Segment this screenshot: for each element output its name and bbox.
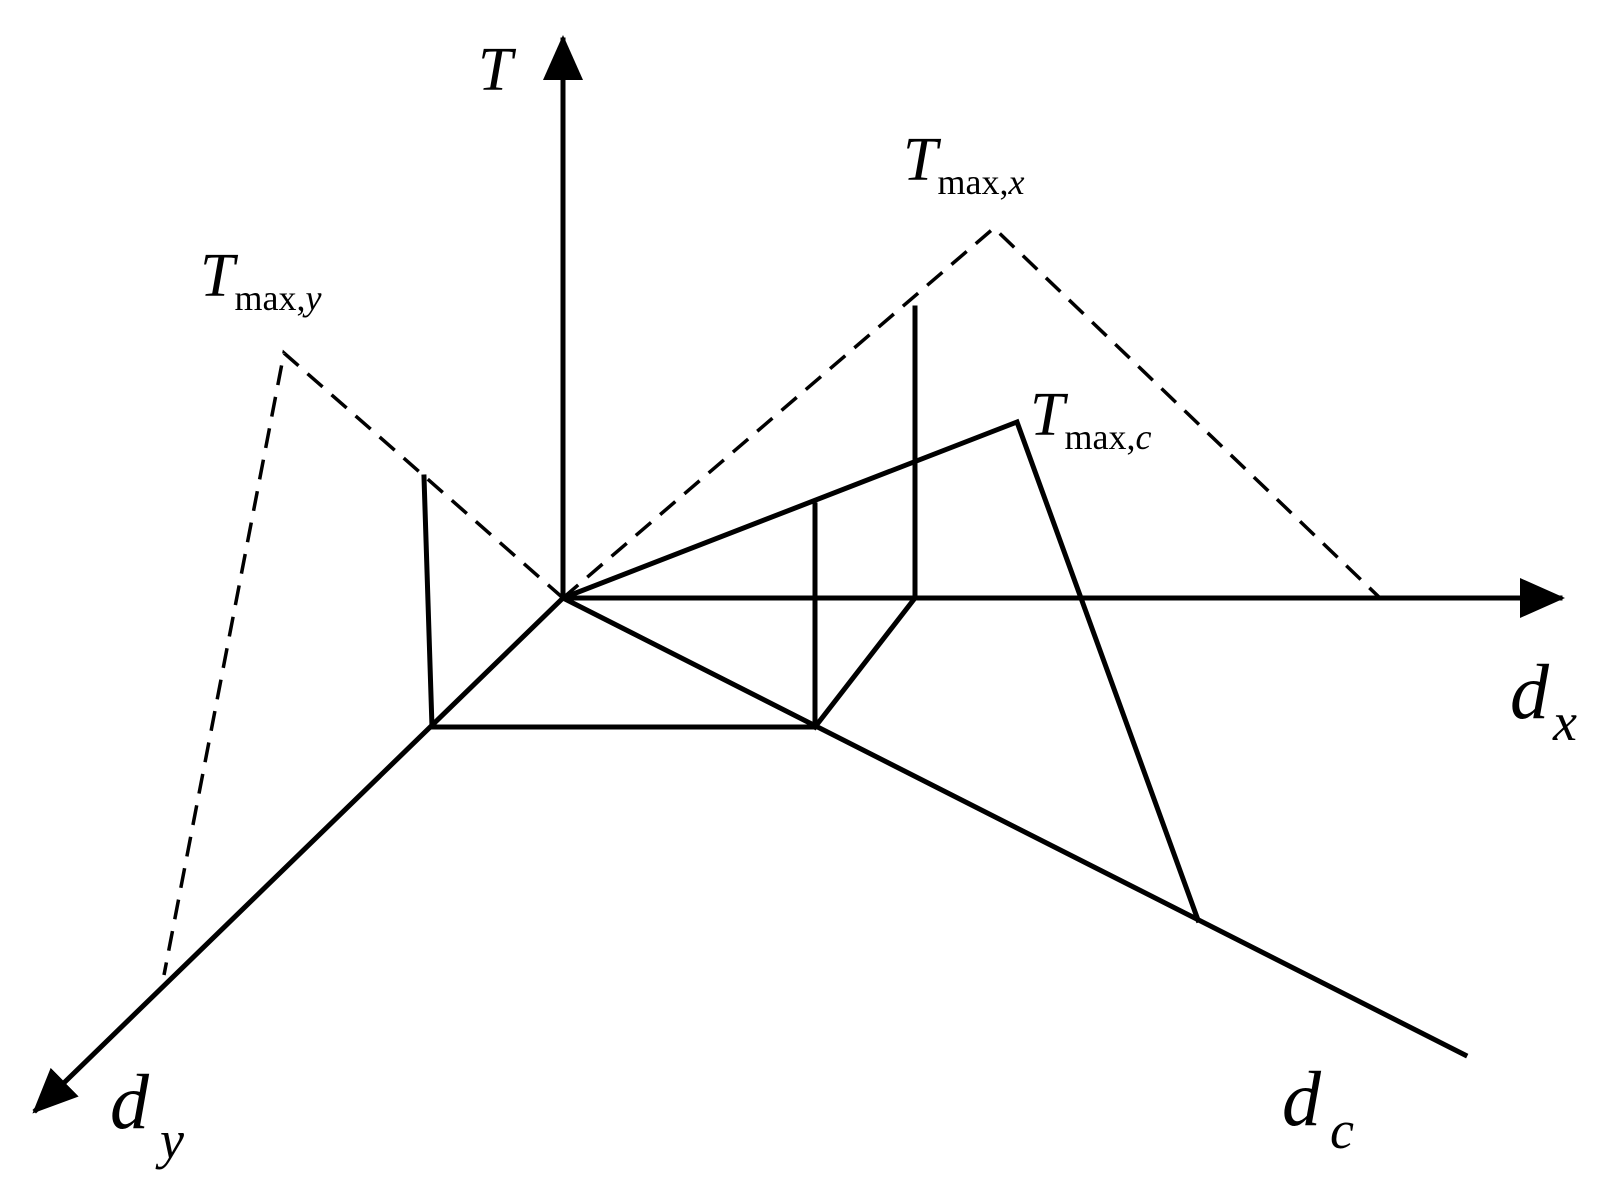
dx-axis-label: d bbox=[1510, 648, 1550, 735]
dc-axis-subscript: c bbox=[1330, 1100, 1354, 1160]
dy-axis-subscript: y bbox=[155, 1110, 184, 1170]
dy-axis-label: d bbox=[110, 1058, 150, 1145]
base-line-dx-to-diag bbox=[811, 594, 919, 731]
tmax-y-profile bbox=[162, 349, 565, 976]
dc-axis-label: d bbox=[1282, 1055, 1322, 1142]
tmax-x-label: Tmax,x bbox=[903, 126, 1024, 202]
dy-axis bbox=[32, 594, 567, 1114]
tmax-y-label: Tmax,y bbox=[200, 242, 321, 318]
t-axis-label: T bbox=[478, 36, 517, 104]
tmax-c-profile bbox=[559, 418, 1202, 924]
dx-axis-subscript: x bbox=[1552, 692, 1577, 752]
tmax-c-label: Tmax,c bbox=[1030, 381, 1151, 457]
vertical-line-dy bbox=[421, 474, 435, 730]
dc-axis bbox=[559, 594, 1469, 1059]
tmax-x-profile bbox=[561, 225, 1382, 600]
